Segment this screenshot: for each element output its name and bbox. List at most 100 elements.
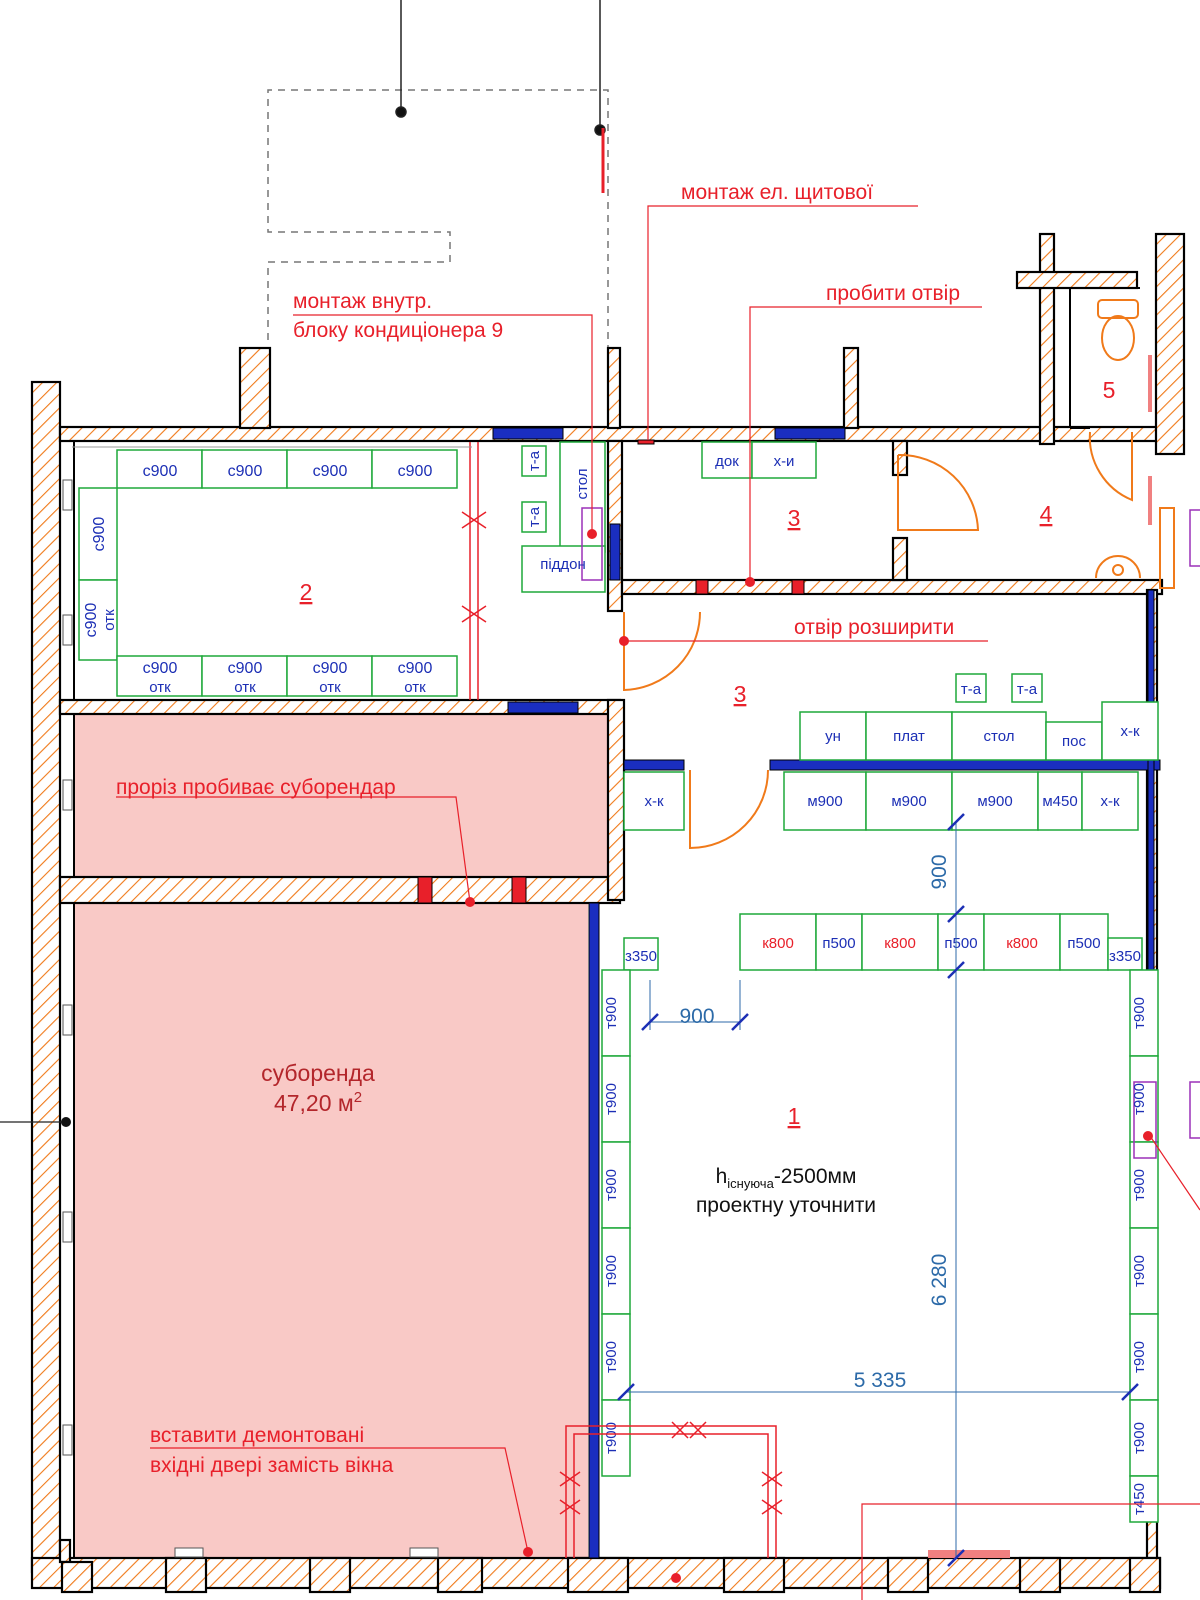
prep-labels: т-а т-а ун плат стол пос х-к м900 м900 м… <box>644 681 1139 810</box>
toilet-icon <box>1097 299 1139 361</box>
line-labels: к800 п500 к800 п500 к800 п500 з350 з350 <box>625 935 1141 965</box>
leader-lines-top <box>395 0 606 136</box>
inner-lines <box>73 287 1140 1558</box>
room-3a-label: 3 <box>788 505 801 531</box>
sink-icon <box>1095 555 1141 579</box>
radiators <box>62 479 439 1558</box>
windows <box>492 427 1161 1559</box>
eq-m450: м450 <box>1042 793 1077 810</box>
eq-otk-b4: отк <box>404 679 426 696</box>
dim-6280: 6 280 <box>928 1254 951 1307</box>
purple-box-right-2 <box>1189 1081 1200 1139</box>
eq-c900-b2: с900 <box>228 660 263 677</box>
eq-stol: стол <box>984 728 1015 745</box>
dimension-lines <box>626 822 1130 1558</box>
left-column-equipment <box>601 969 631 1477</box>
eq-t900-r2: т900 <box>1131 1083 1148 1115</box>
eq-p500-1: п500 <box>822 935 855 952</box>
cold-room-equipment <box>78 449 458 697</box>
eq-un: ун <box>825 728 841 745</box>
room-numbers: 2 3 3 4 5 1 <box>300 377 1116 1129</box>
annotation-switchboard: монтаж ел. щитової <box>681 181 873 204</box>
eq-k800-3: к800 <box>1006 935 1038 952</box>
eq-otk-b2: отк <box>234 679 256 696</box>
annotation-door-line2: вхідні двері замість вікна <box>150 1454 394 1477</box>
eq-ta-wash1: т-а <box>526 450 543 471</box>
entry-partition <box>559 1421 783 1558</box>
sublease-area: 47,20 м2 <box>274 1089 362 1116</box>
eq-c900-4: с900 <box>398 463 433 480</box>
eq-t900-l4: т900 <box>603 1255 620 1287</box>
eq-k800-1: к800 <box>762 935 794 952</box>
eq-ta-wash2: т-а <box>526 506 543 527</box>
eq-t900-r5: т900 <box>1131 1341 1148 1373</box>
eq-k800-2: к800 <box>884 935 916 952</box>
eq-otk-b3: отк <box>319 679 341 696</box>
annotation-sublease-opening: проріз пробиває суборендар <box>116 776 396 799</box>
annotation-dots <box>465 529 1153 1583</box>
eq-t900-l1: т900 <box>603 997 620 1029</box>
right-column-labels: т900 т900 т900 т900 т900 т900 т450 <box>1131 997 1148 1515</box>
eq-tray: піддон <box>540 556 586 573</box>
eq-c900-left: с900 <box>91 517 108 552</box>
room1-clarify-note: проектну уточнити <box>696 1194 876 1217</box>
eq-pos: пос <box>1062 733 1086 750</box>
eq-t900-l6: т900 <box>603 1422 620 1454</box>
eq-otk-left2: отк <box>101 609 118 631</box>
eq-c900-2: с900 <box>228 463 263 480</box>
dashed-outline <box>267 89 609 350</box>
eq-c900-3: с900 <box>313 463 348 480</box>
doors <box>623 431 1175 850</box>
eq-t900-l2: т900 <box>603 1083 620 1115</box>
prep-equipment <box>623 673 1159 831</box>
right-column-equipment <box>1129 969 1159 1523</box>
eq-doc: док <box>715 453 739 470</box>
eq-t900-l3: т900 <box>603 1169 620 1201</box>
annotation-door-line1: вставити демонтовані <box>150 1424 364 1447</box>
sublease-title: суборенда <box>261 1060 375 1086</box>
eq-t900-r1: т900 <box>1131 997 1148 1029</box>
left-leader-dot <box>61 1117 71 1127</box>
eq-xi: х-и <box>774 453 795 470</box>
eq-c900-b4: с900 <box>398 660 433 677</box>
doc-equipment <box>701 441 817 479</box>
line-equipment <box>623 913 1143 971</box>
room1-height-note: hіснуюча-2500мм <box>716 1165 857 1191</box>
eq-t900-r4: т900 <box>1131 1255 1148 1287</box>
eq-m900-3: м900 <box>977 793 1012 810</box>
cold-room-partition <box>461 442 487 700</box>
dimension-ticks <box>617 813 1139 1567</box>
room-4-label: 4 <box>1040 501 1053 527</box>
eq-p500-3: п500 <box>1067 935 1100 952</box>
eq-t900-r3: т900 <box>1131 1169 1148 1201</box>
annotation-ac-line1: монтаж внутр. <box>293 290 432 313</box>
room-1-label: 1 <box>788 1103 801 1129</box>
eq-m900-1: м900 <box>807 793 842 810</box>
annotation-widen-opening: отвір розширити <box>794 616 954 639</box>
left-column-labels: т900 т900 т900 т900 т900 т900 <box>603 997 620 1454</box>
eq-c900-b3: с900 <box>313 660 348 677</box>
eq-otk-b1: отк <box>149 679 171 696</box>
eq-c900-1: с900 <box>143 463 178 480</box>
dim-5335: 5 335 <box>854 1369 907 1392</box>
eq-stol-wash: стол <box>574 469 591 500</box>
eq-xk-right: х-к <box>1100 793 1119 810</box>
eq-ta-a: т-а <box>961 681 982 698</box>
eq-m900-2: м900 <box>891 793 926 810</box>
eq-c900-b1: с900 <box>143 660 178 677</box>
annotation-leaders <box>116 205 1200 1553</box>
wall-ends <box>417 439 805 904</box>
dim-900-vertical: 900 <box>928 854 951 889</box>
pink-bar <box>928 1550 1010 1558</box>
eq-c900-left2: с900 <box>83 603 100 638</box>
cold-room-labels: с900 с900 с900 с900 с900 с900 отк с900 с… <box>83 463 432 696</box>
eq-ta-b: т-а <box>1017 681 1038 698</box>
purple-box-right-1 <box>1189 509 1200 567</box>
eq-t900-l5: т900 <box>603 1341 620 1373</box>
annotation-ac-line2: блоку кондиціонера 9 <box>293 319 503 342</box>
eq-p500-2: п500 <box>944 935 977 952</box>
room-2-label: 2 <box>300 579 313 605</box>
red-leader-bottom <box>861 1503 1200 1600</box>
room-3b-label: 3 <box>734 681 747 707</box>
